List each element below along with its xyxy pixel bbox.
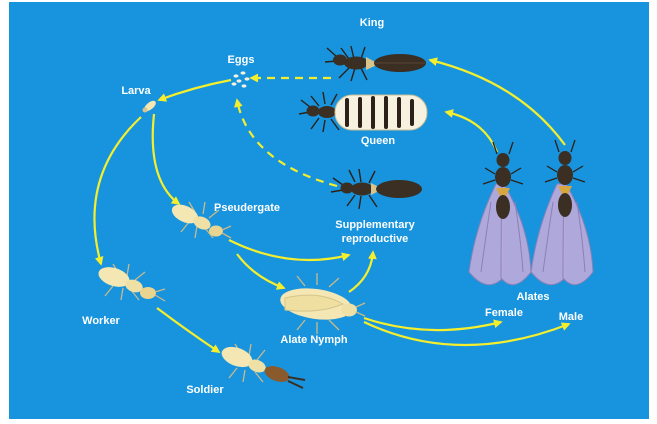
label-larva: Larva xyxy=(121,85,151,97)
label-eggs: Eggs xyxy=(228,54,255,66)
diagram-canvas: King Eggs Larva Queen Pseudergate Supple… xyxy=(9,2,649,419)
label-alates: Alates xyxy=(516,291,549,303)
label-male: Male xyxy=(559,311,583,323)
label-king: King xyxy=(360,17,384,29)
label-alate-nymph: Alate Nymph xyxy=(280,334,348,346)
termite-life-cycle-diagram: King Eggs Larva Queen Pseudergate Supple… xyxy=(9,2,649,419)
label-soldier: Soldier xyxy=(186,384,224,396)
label-supplementary-line1: Supplementary xyxy=(335,219,415,231)
label-pseudergate: Pseudergate xyxy=(214,202,280,214)
label-queen: Queen xyxy=(361,135,396,147)
label-worker: Worker xyxy=(82,315,120,327)
label-supplementary-line2: reproductive xyxy=(342,233,409,245)
label-female: Female xyxy=(485,307,523,319)
